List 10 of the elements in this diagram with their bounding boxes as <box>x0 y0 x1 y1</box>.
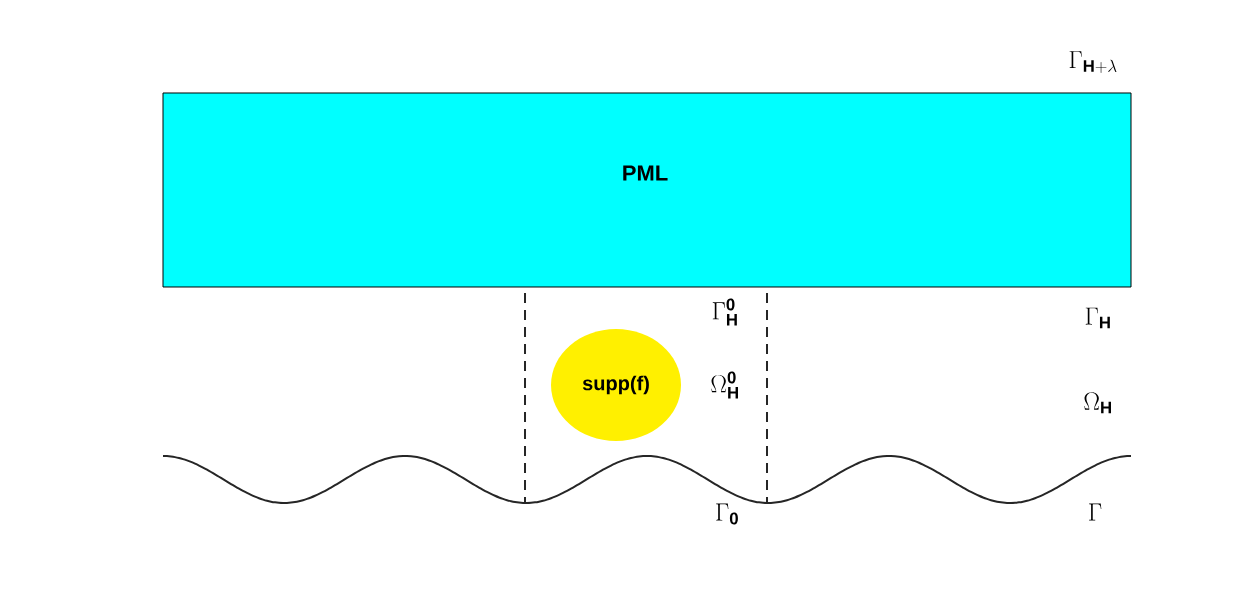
boundary-label: $\Omega_{\mathbf{H}}$ <box>1084 392 1111 414</box>
layer-label: PML <box>623 165 668 181</box>
pml-layer <box>162 92 1132 288</box>
boundary-label: $\Gamma_{\mathbf{H}}^{\mathbf{0}}$ <box>712 298 737 326</box>
boundary-label: $\Gamma_{\mathbf{H}}$ <box>1085 307 1110 329</box>
boundary-label: $\Gamma_{\mathbf{H+\lambda}}$ <box>1069 51 1117 73</box>
boundary-label: $\Gamma$ <box>1089 503 1102 521</box>
boundary-label: $\Gamma_{\mathbf{0}}$ <box>716 503 738 525</box>
boundary-label: $\Omega_{\mathbf{H}}^{\mathbf{0}}$ <box>711 371 738 399</box>
source-support: supp(f) <box>551 329 681 441</box>
